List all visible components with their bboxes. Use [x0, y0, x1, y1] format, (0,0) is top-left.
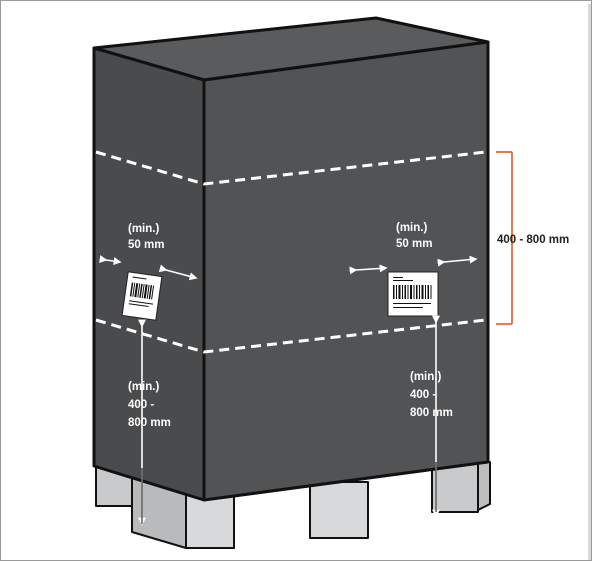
right-height-min-label: (min.) [410, 371, 441, 383]
left-height-unit-label: 800 mm [128, 417, 171, 429]
left-arrow-1 [99, 255, 122, 266]
band-upper-line [95, 150, 487, 186]
band-height-bracket [496, 151, 513, 325]
front-barcode-label [387, 271, 439, 317]
right-arrow-2 [437, 255, 478, 267]
pallet-block-front-right [477, 461, 491, 511]
left-height-min-label: (min.) [128, 381, 159, 393]
band-height-label: 400 - 800 mm [497, 234, 569, 246]
left-min-value: 50 mm [128, 239, 164, 251]
left-min-label: (min.) [128, 223, 159, 235]
label-band [95, 150, 487, 354]
box-front-face [202, 40, 490, 502]
band-lower-line [95, 318, 487, 354]
height-arrow-pallet-dark [141, 462, 437, 524]
right-arrow-1 [349, 264, 388, 275]
right-height-unit-label: 800 mm [410, 407, 453, 419]
min-distance-arrows [99, 255, 478, 281]
pallet-block-front-mid [309, 481, 369, 539]
image-shadow [588, 4, 591, 560]
box [92, 16, 490, 502]
box-side-face [92, 46, 206, 502]
right-min-label: (min.) [396, 222, 427, 234]
side-barcode-label [121, 271, 163, 321]
right-height-range-label: 400 - [410, 389, 436, 401]
left-height-range-label: 400 - [128, 399, 154, 411]
right-min-value: 50 mm [396, 238, 432, 250]
left-arrow-2 [158, 264, 198, 281]
